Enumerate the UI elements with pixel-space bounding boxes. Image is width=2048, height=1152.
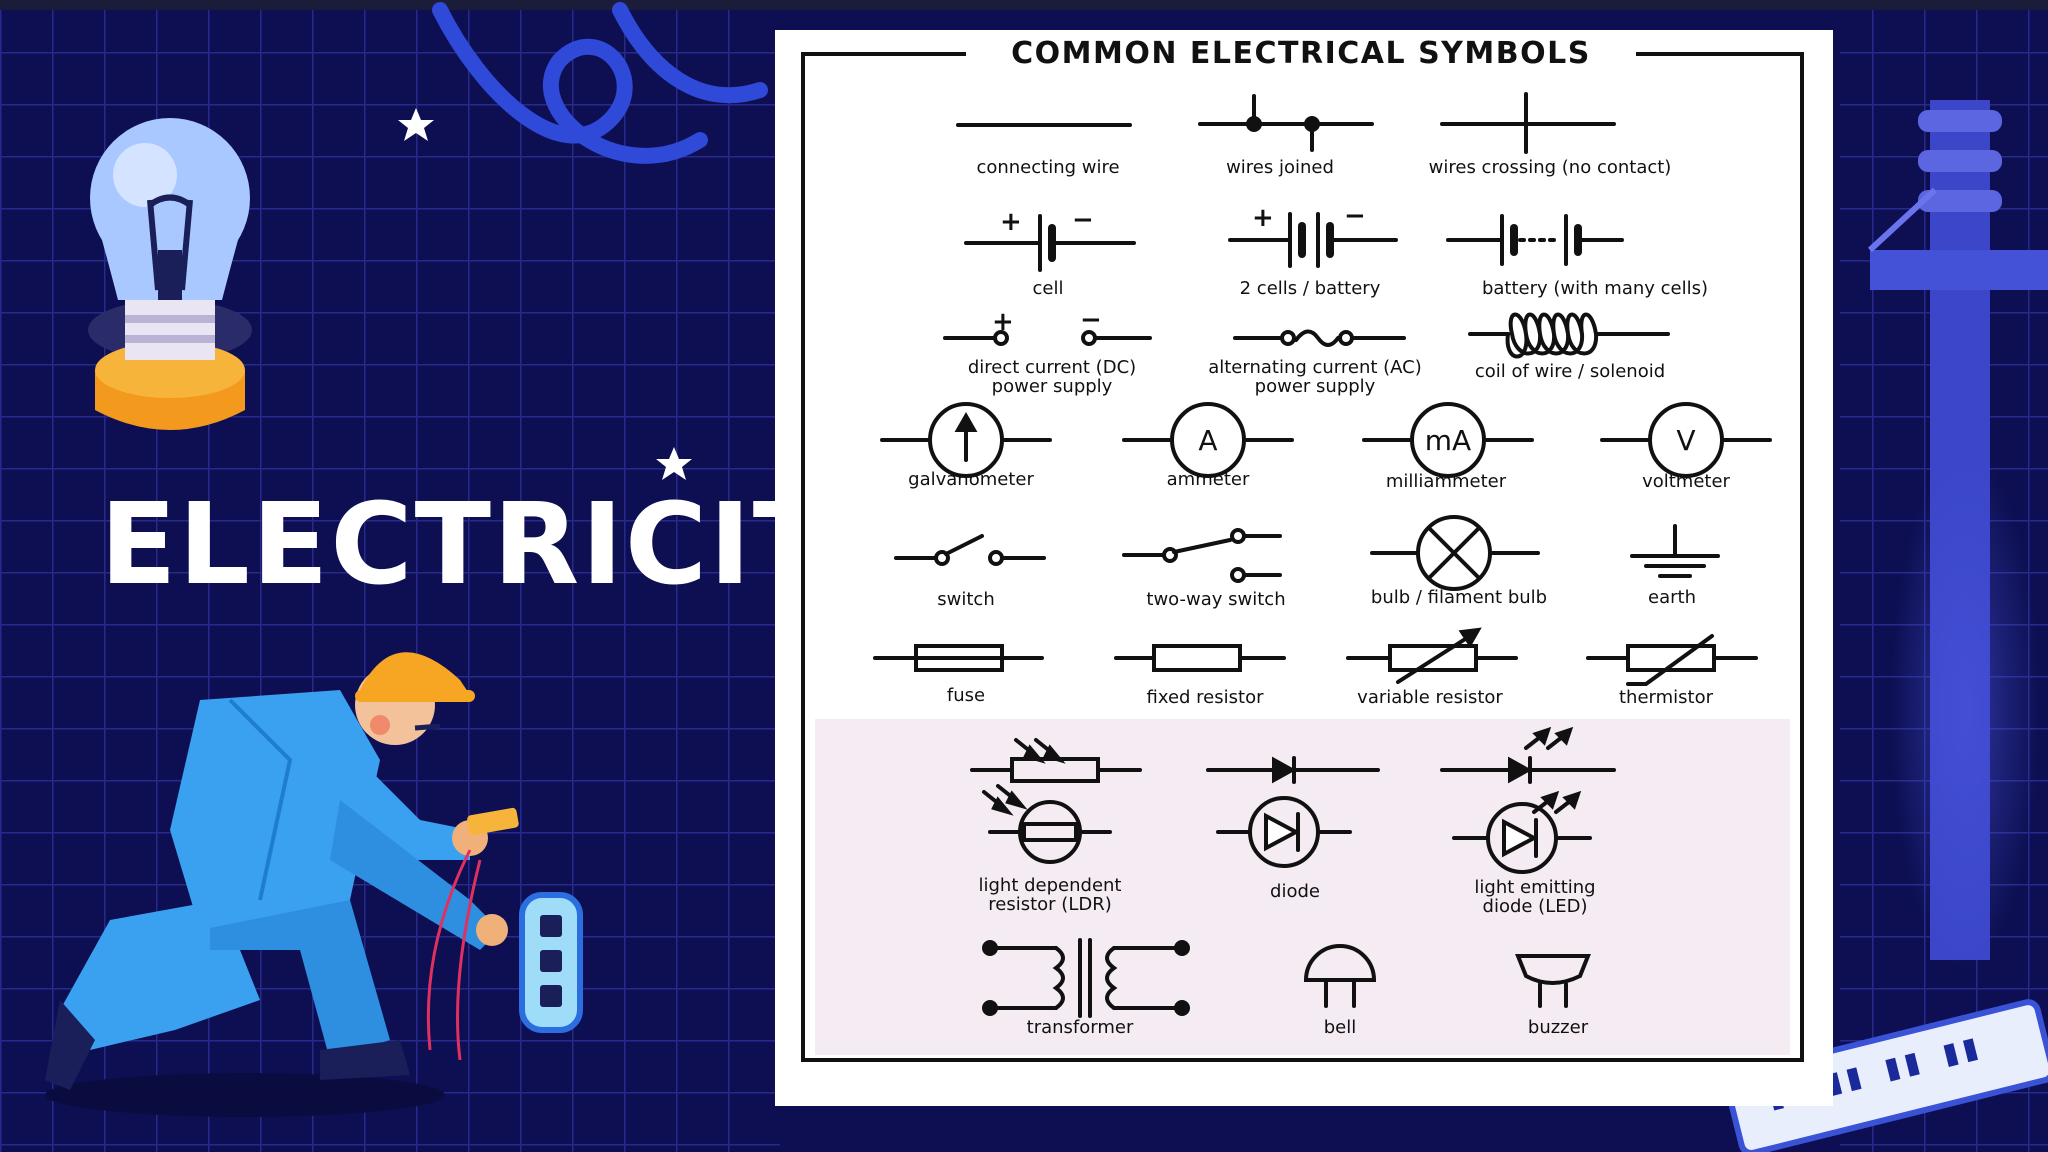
fixed-resistor-symbol (1114, 644, 1286, 672)
ldr-symbol (970, 738, 1142, 864)
label-bell: bell (1323, 1017, 1357, 1038)
utility-pole-icon (1867, 100, 2048, 970)
fuse-symbol (873, 644, 1044, 672)
two-cells-symbol (1228, 212, 1398, 268)
label-variable-resistor: variable resistor (1357, 687, 1503, 708)
voltmeter-glyph: V (1676, 424, 1695, 457)
earth-symbol (1630, 524, 1720, 578)
label-bulb: bulb / filament bulb (1370, 587, 1548, 608)
label-ldr: light dependent resistor (LDR) (978, 875, 1122, 915)
label-cell: cell (1032, 278, 1064, 299)
minus-sign: − (1072, 205, 1094, 235)
label-buzzer: buzzer (1527, 1017, 1589, 1038)
label-switch: switch (937, 589, 995, 610)
label-earth: earth (1648, 587, 1696, 608)
wires-crossing-symbol (1440, 92, 1616, 154)
milliammeter-glyph: mA (1425, 424, 1471, 457)
star-icon (656, 447, 692, 480)
light-bulb-icon (88, 118, 252, 430)
milliammeter-symbol (1362, 402, 1534, 478)
voltmeter-symbol (1600, 402, 1772, 478)
wires-joined-symbol (1198, 94, 1374, 152)
electrician-figure (45, 652, 583, 1117)
label-ac-supply: alternating current (AC) power supply (1208, 357, 1422, 397)
label-dc-supply: direct current (DC) power supply (967, 357, 1137, 397)
label-ammeter: ammeter (1166, 469, 1250, 490)
cell-symbol (964, 214, 1136, 272)
label-galvanometer: galvanometer (908, 469, 1034, 490)
label-battery-many: battery (with many cells) (1481, 278, 1709, 299)
label-wires-crossing: wires crossing (no contact) (1428, 157, 1672, 178)
galvanometer-symbol (880, 402, 1052, 478)
transformer-symbol (982, 938, 1190, 1018)
plus-sign: + (992, 307, 1014, 337)
coil-symbol (1468, 312, 1670, 359)
thermistor-symbol (1586, 634, 1758, 686)
plus-sign: + (1252, 203, 1274, 233)
ac-supply-symbol (1233, 329, 1406, 347)
minus-sign: − (1344, 201, 1366, 231)
plus-sign: + (1000, 207, 1022, 237)
minus-sign: − (1080, 305, 1102, 335)
ammeter-symbol (1122, 402, 1294, 478)
battery-many-cells-symbol (1446, 214, 1624, 266)
ammeter-glyph: A (1198, 424, 1217, 457)
label-two-way-switch: two-way switch (1146, 589, 1286, 610)
label-transformer: transformer (1026, 1017, 1134, 1038)
buzzer-symbol (1515, 954, 1591, 1008)
led-symbol (1440, 726, 1616, 874)
chart-heading: COMMON ELECTRICAL SYMBOLS (966, 30, 1636, 78)
two-way-switch-symbol (1122, 528, 1282, 583)
label-fixed-resistor: fixed resistor (1146, 687, 1264, 708)
dc-supply-symbol (943, 330, 1152, 346)
label-led: light emitting diode (LED) (1474, 877, 1596, 917)
semiconductor-panel (815, 719, 1790, 1055)
label-wires-joined: wires joined (1226, 157, 1334, 178)
label-diode: diode (1270, 881, 1320, 902)
bell-symbol (1303, 944, 1377, 1008)
label-coil: coil of wire / solenoid (1474, 361, 1666, 382)
label-voltmeter: voltmeter (1642, 471, 1730, 492)
bulb-symbol (1370, 515, 1540, 591)
cable-swirl-icon (432, 2, 768, 164)
switch-symbol (894, 534, 1046, 566)
label-thermistor: thermistor (1618, 687, 1713, 708)
label-connecting-wire: connecting wire (976, 157, 1120, 178)
variable-resistor-symbol (1346, 627, 1518, 684)
label-two-cells: 2 cells / battery (1239, 278, 1381, 299)
label-fuse: fuse (946, 685, 986, 706)
star-icon (398, 108, 434, 141)
label-milliammeter: milliammeter (1385, 471, 1507, 492)
diode-symbol (1206, 756, 1380, 868)
